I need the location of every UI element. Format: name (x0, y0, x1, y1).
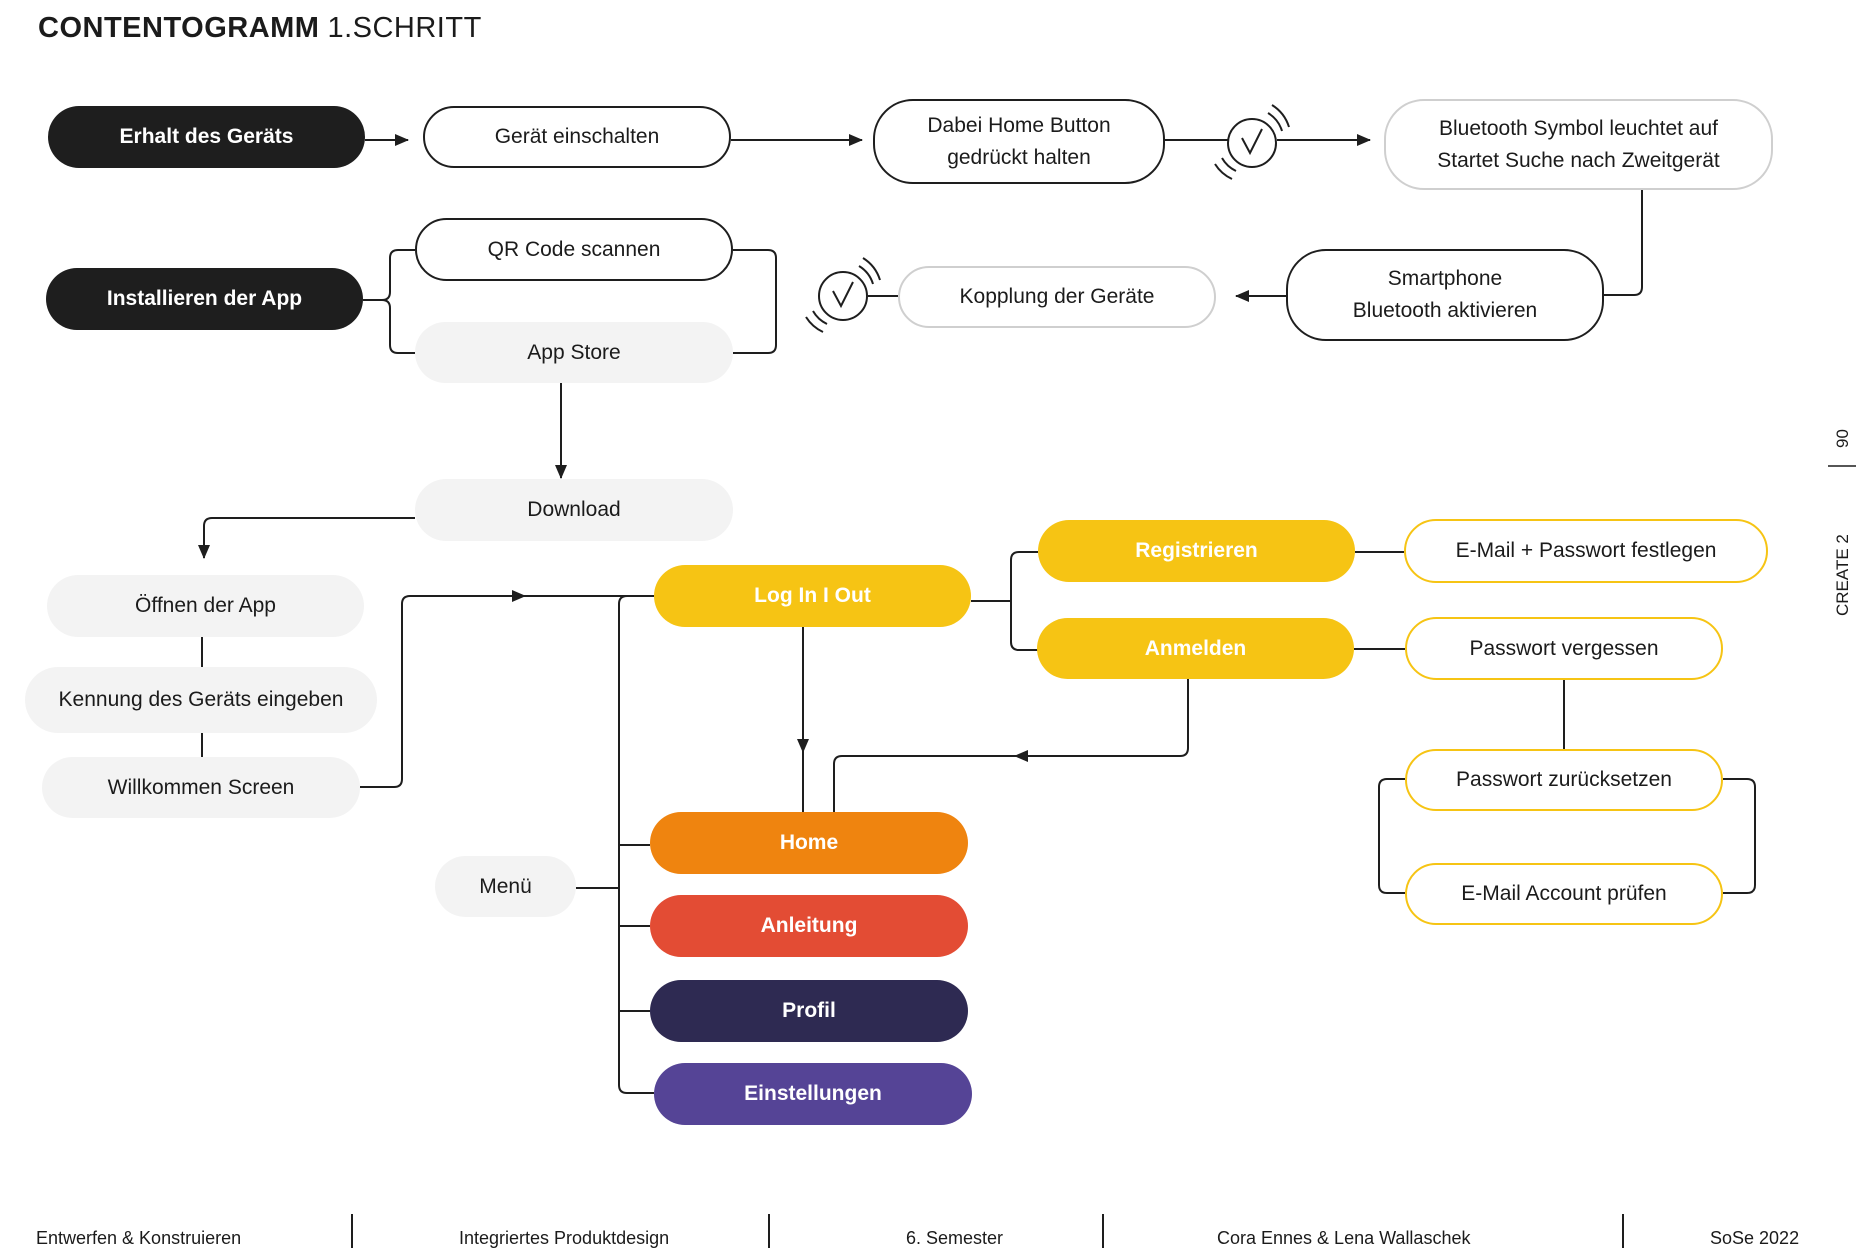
node-anmelden-label: Anmelden (1144, 636, 1247, 660)
node-registrieren: Registrieren (1038, 520, 1355, 582)
node-home-button-line1: Dabei Home Button (927, 113, 1111, 137)
node-einstellungen-label: Einstellungen (744, 1082, 882, 1105)
footer-course: Entwerfen & Konstruieren (36, 1228, 242, 1248)
footer-term: SoSe 2022 (1710, 1228, 1800, 1248)
node-login-label: Log In I Out (754, 584, 871, 607)
node-home-label: Home (779, 831, 839, 854)
node-einschalten-label: Gerät einschalten (494, 125, 660, 148)
node-oeffnen-label: Öffnen der App (135, 594, 276, 617)
node-passwort-zuruecksetzen-label: Passwort zurücksetzen (1456, 768, 1672, 791)
arrow-anmelden-home (1014, 679, 1189, 762)
node-email-pruefen: E-Mail Account prüfen (1405, 863, 1723, 925)
node-passwort-vergessen-label: Passwort vergessen (1469, 636, 1659, 660)
side-page-number: 90 (1833, 429, 1852, 448)
title-bold: CONTENTOGRAMM (38, 12, 320, 44)
node-bluetooth-line1: Bluetooth Symbol leuchtet auf (1438, 116, 1718, 140)
footer-separator (1622, 1214, 1624, 1248)
node-kopplung-label: Kopplung der Geräte (959, 285, 1155, 308)
side-section: CREATE 2 (1833, 534, 1852, 616)
node-anmelden: Anmelden (1037, 618, 1354, 679)
bracket-reset-right (1723, 778, 1756, 894)
node-qr: QR Code scannen (415, 218, 733, 281)
node-profil-label: Profil (782, 999, 836, 1022)
node-bluetooth-line2: Startet Suche nach Zweitgerät (1437, 148, 1720, 172)
line-bluetooth-smartphone (1604, 190, 1643, 296)
node-kopplung: Kopplung der Geräte (898, 266, 1216, 328)
node-appstore-label: App Store (527, 340, 621, 364)
node-download: Download (415, 479, 733, 541)
node-profil: Profil (650, 980, 968, 1042)
node-appstore: App Store (415, 322, 733, 383)
node-install: Installieren der App (46, 268, 363, 330)
node-kennung: Kennung des Geräts eingeben (25, 667, 377, 733)
node-passwort-zuruecksetzen: Passwort zurücksetzen (1405, 749, 1723, 811)
bracket-install-qr (363, 249, 415, 301)
node-email-passwort-label: E-Mail + Passwort festlegen (1455, 539, 1717, 562)
node-smartphone-line1: Smartphone (1387, 267, 1503, 290)
node-home-button: Dabei Home Button gedrückt halten (873, 99, 1165, 184)
footer-separator (351, 1214, 353, 1248)
title-light: 1.SCHRITT (327, 12, 482, 44)
bracket-qr-appstore (733, 249, 777, 354)
node-email-pruefen-label: E-Mail Account prüfen (1461, 882, 1667, 905)
node-menu: Menü (435, 856, 576, 917)
node-smartphone-line2: Bluetooth aktivieren (1352, 299, 1538, 322)
node-erhalt: Erhalt des Geräts (48, 106, 365, 168)
bracket-install-appstore (363, 299, 415, 354)
footer-program: Integriertes Produktdesign (459, 1228, 670, 1248)
node-qr-label: QR Code scannen (487, 237, 661, 261)
node-menu-label: Menü (479, 874, 532, 898)
node-home-button-line2: gedrückt halten (947, 145, 1091, 169)
footer-separator (768, 1214, 770, 1248)
bracket-reset-left (1378, 778, 1405, 894)
node-download-label: Download (527, 498, 621, 521)
node-einstellungen: Einstellungen (654, 1063, 972, 1125)
check-circle-icon (805, 257, 881, 333)
node-erhalt-label: Erhalt des Geräts (119, 125, 294, 148)
bracket-login-registrieren (1010, 551, 1038, 601)
node-anleitung: Anleitung (650, 895, 968, 957)
node-kennung-label: Kennung des Geräts eingeben (58, 688, 344, 711)
node-registrieren-label: Registrieren (1135, 539, 1258, 562)
node-smartphone: Smartphone Bluetooth aktivieren (1286, 249, 1604, 341)
node-oeffnen: Öffnen der App (47, 575, 364, 637)
node-einschalten: Gerät einschalten (423, 106, 731, 168)
footer-separator (1102, 1214, 1104, 1248)
line-anmelden-home (833, 755, 1020, 812)
node-passwort-vergessen: Passwort vergessen (1405, 617, 1723, 680)
node-email-passwort: E-Mail + Passwort festlegen (1404, 519, 1768, 583)
footer-semester: 6. Semester (906, 1228, 1004, 1248)
node-willkommen-label: Willkommen Screen (107, 775, 295, 799)
node-install-label: Installieren der App (106, 287, 303, 310)
node-willkommen: Willkommen Screen (42, 757, 360, 818)
node-bluetooth-symbol: Bluetooth Symbol leuchtet auf Startet Su… (1384, 99, 1773, 190)
arrow-download-oeffnen (198, 517, 415, 559)
node-home: Home (650, 812, 968, 874)
check-circle-icon (1214, 104, 1290, 180)
footer-authors: Cora Ennes & Lena Wallaschek (1217, 1228, 1471, 1248)
bracket-login-anmelden (1010, 601, 1038, 651)
node-login: Log In I Out (654, 565, 971, 627)
node-anleitung-label: Anleitung (760, 914, 858, 937)
arrow-willkommen-login (360, 590, 526, 788)
